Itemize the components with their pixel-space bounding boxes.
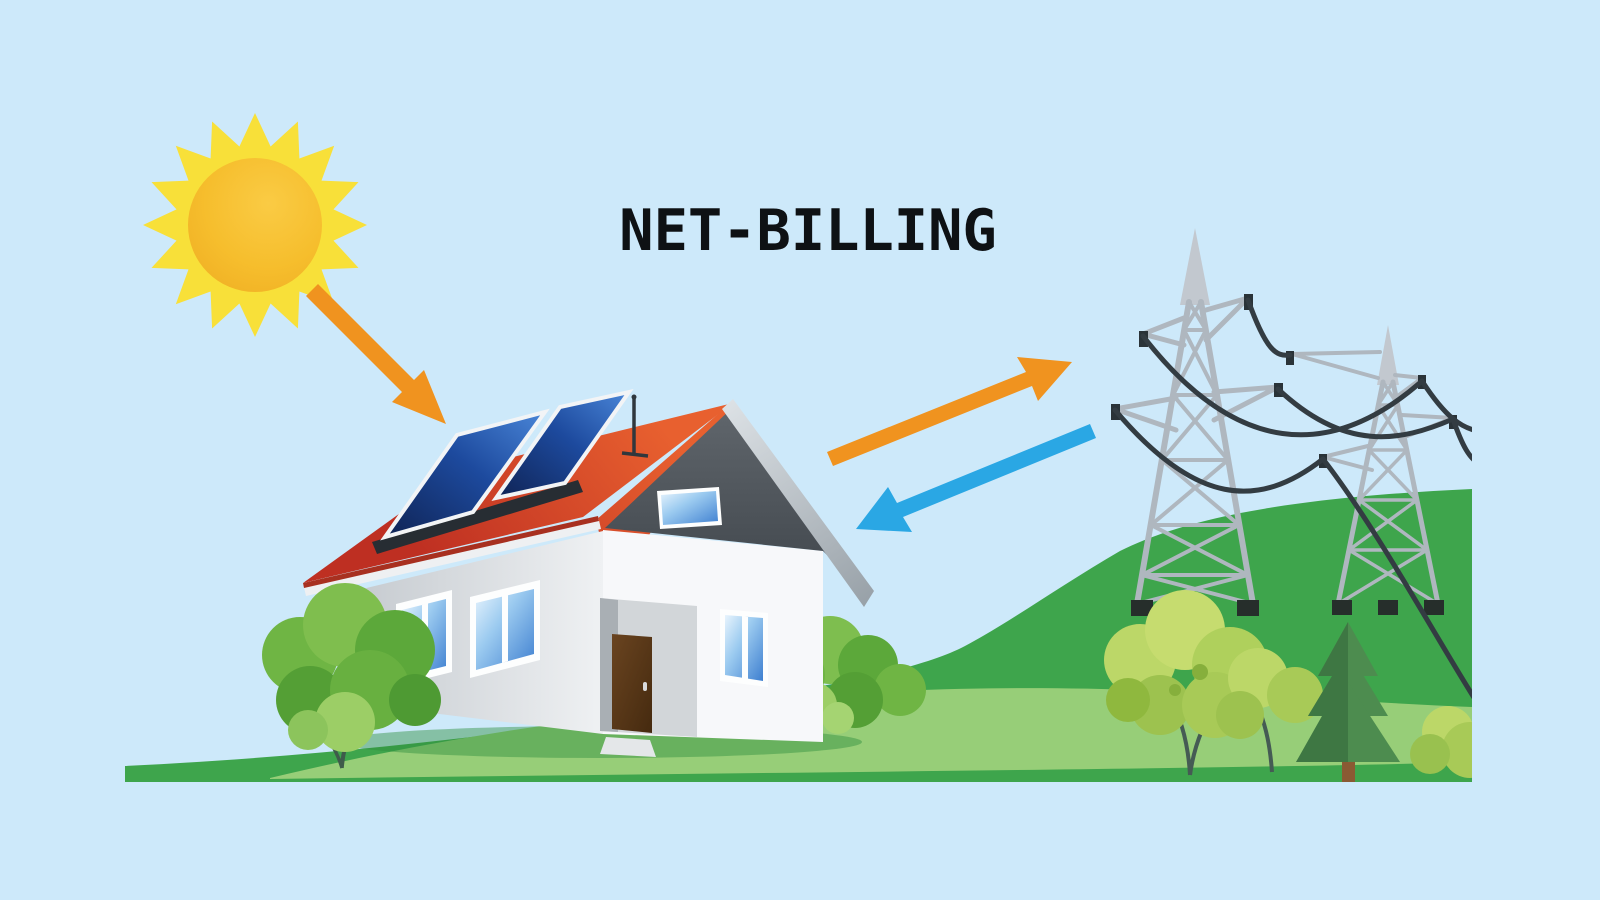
eave-edge: [303, 516, 599, 588]
sunlight-arrow: [306, 284, 446, 424]
pylon-left-arms: [1112, 295, 1281, 433]
transmission-towers-icon: [1111, 228, 1472, 700]
corner-bush: [1410, 706, 1472, 778]
door-handle: [643, 682, 647, 691]
front-window: [720, 609, 768, 687]
antenna: [621, 394, 649, 458]
pylon-left-spike: [1180, 228, 1210, 305]
sun-icon: [143, 113, 367, 337]
import-arrow: [856, 424, 1096, 532]
door: [612, 634, 652, 733]
attic-window: [657, 487, 722, 529]
pylon-right-spike: [1377, 325, 1399, 385]
export-arrow: [827, 357, 1072, 466]
trees-left: [262, 583, 441, 769]
trees-right: [1104, 590, 1472, 782]
solar-panel-1: [380, 408, 550, 541]
door-step: [600, 737, 656, 757]
pylon-left: [1111, 228, 1283, 616]
pine-tree: [1296, 622, 1400, 782]
gable-face: [605, 407, 868, 596]
solar-panels: [372, 388, 634, 554]
solar-house-icon: [303, 388, 874, 757]
roof-right-fascia: [722, 399, 874, 607]
panel-rail: [372, 480, 583, 554]
page-title: NET-BILLING: [619, 198, 997, 264]
pylon-right-feet: [1332, 600, 1444, 615]
sun-core: [188, 158, 322, 292]
solar-panel-2: [491, 388, 634, 502]
power-lines: [1112, 297, 1472, 700]
